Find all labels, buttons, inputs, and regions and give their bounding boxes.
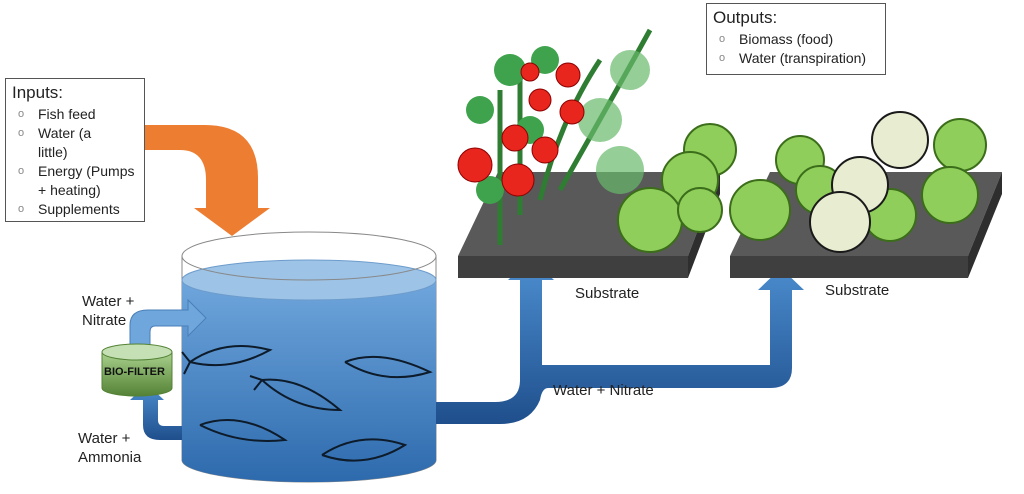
ammonia-pipe xyxy=(130,384,182,440)
substrate-label-2: Substrate xyxy=(825,282,890,299)
outputs-item: Biomass (food) xyxy=(713,30,885,49)
fish-tank xyxy=(181,231,437,483)
inputs-item: Supplements xyxy=(12,200,144,219)
nitrate-pipe xyxy=(436,258,804,424)
water-nitrate-pipe-label: Water + Nitrate xyxy=(553,382,654,399)
inputs-arrow xyxy=(145,125,270,236)
water-nitrate-label: Water + Nitrate xyxy=(82,293,135,329)
inputs-title: Inputs: xyxy=(12,83,64,102)
inputs-box: Inputs: Fish feed Water (a little) Energ… xyxy=(5,78,145,222)
outputs-item: Water (transpiration) xyxy=(713,49,885,68)
cabbage-icons xyxy=(809,111,929,253)
inputs-item: Energy (Pumps + heating) xyxy=(12,162,138,200)
tomato-plant-icon xyxy=(457,28,653,245)
substrate-label-1: Substrate xyxy=(575,285,640,302)
fish-icons xyxy=(181,345,433,462)
outputs-title: Outputs: xyxy=(713,8,778,27)
water-ammonia-label: Water + Ammonia xyxy=(78,430,142,466)
bio-filter xyxy=(101,343,173,397)
bio-filter-label: BIO-FILTER xyxy=(104,366,165,378)
outputs-box: Outputs: Biomass (food) Water (transpira… xyxy=(706,3,886,75)
inputs-item: Water (a little) xyxy=(12,124,108,162)
nitrate-return-pipe xyxy=(129,298,207,353)
inputs-item: Fish feed xyxy=(12,105,144,124)
